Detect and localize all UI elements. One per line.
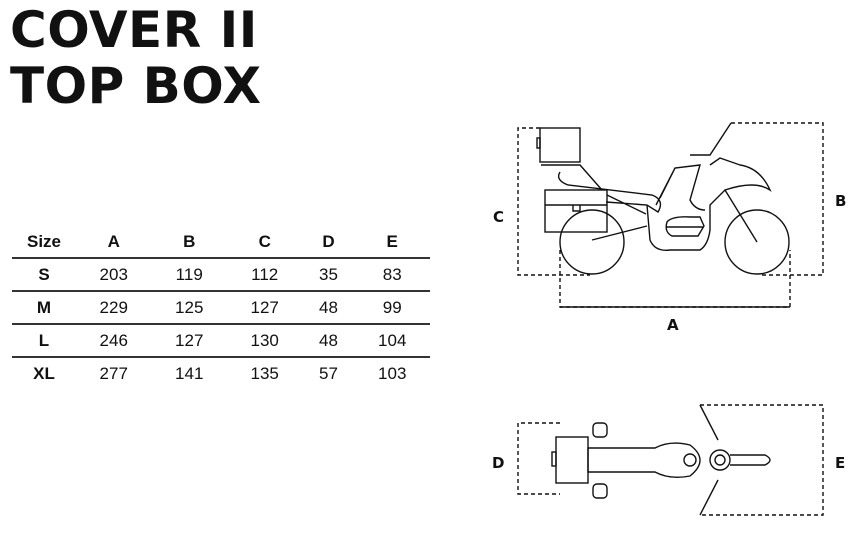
cell: 99: [354, 291, 430, 325]
top-box-top: [555, 436, 589, 484]
cell: 246: [76, 324, 152, 358]
cell: M: [12, 291, 76, 325]
cell: 127: [226, 291, 303, 325]
label-e: E: [835, 454, 845, 472]
cell: 112: [226, 258, 303, 292]
motorcycle-body: [541, 122, 772, 251]
top-box: [539, 127, 581, 163]
dimension-a-bracket: [559, 250, 791, 308]
table-row: L 246 127 130 48 104: [12, 324, 430, 358]
label-b: B: [835, 192, 846, 210]
cell: 35: [302, 258, 355, 292]
title-line-2: TOP BOX: [10, 57, 262, 115]
table-row: M 229 125 127 48 99: [12, 291, 430, 325]
cell: XL: [33, 363, 55, 383]
header-c: C: [226, 226, 303, 259]
dimension-e-bracket: [700, 404, 824, 516]
product-title: COVER II TOP BOX: [10, 2, 262, 114]
front-wheel: [724, 209, 790, 275]
cell: 127: [151, 324, 227, 358]
cell: 48: [302, 324, 355, 358]
cell: 48: [302, 291, 355, 325]
cell: 203: [76, 258, 152, 292]
cell: 57: [318, 363, 338, 383]
header-a: A: [76, 226, 152, 259]
table-row: XL 277 141 135 57 103: [12, 357, 430, 389]
cell: 103: [378, 363, 407, 383]
cell: S: [12, 258, 76, 292]
side-pannier: [544, 189, 608, 233]
cell: 141: [175, 363, 204, 383]
dimension-b-bracket: [731, 122, 824, 276]
title-line-1: COVER II: [10, 1, 258, 59]
cell: 104: [354, 324, 430, 358]
cell: 119: [151, 258, 227, 292]
header-e: E: [354, 226, 430, 259]
cell: 135: [250, 363, 279, 383]
size-table: Size A B C D E S 203 119 112 35 83 M 229…: [12, 226, 430, 389]
table-row: S 203 119 112 35 83: [12, 258, 430, 292]
label-c: C: [493, 208, 504, 226]
header-size: Size: [12, 226, 76, 259]
cell: 130: [226, 324, 303, 358]
dimension-c-bracket: [517, 127, 590, 276]
side-view-diagram: [517, 122, 824, 308]
cell: L: [12, 324, 76, 358]
label-a: A: [667, 316, 679, 334]
cell: 83: [354, 258, 430, 292]
header-b: B: [151, 226, 227, 259]
cell: 277: [99, 363, 128, 383]
rear-wheel: [559, 209, 625, 275]
dimension-d-bracket: [517, 422, 560, 495]
label-d: D: [492, 454, 504, 472]
top-view-diagram: [517, 404, 824, 516]
table-header-row: Size A B C D E: [12, 226, 430, 259]
cell: 125: [151, 291, 227, 325]
header-d: D: [302, 226, 355, 259]
cell: 229: [76, 291, 152, 325]
